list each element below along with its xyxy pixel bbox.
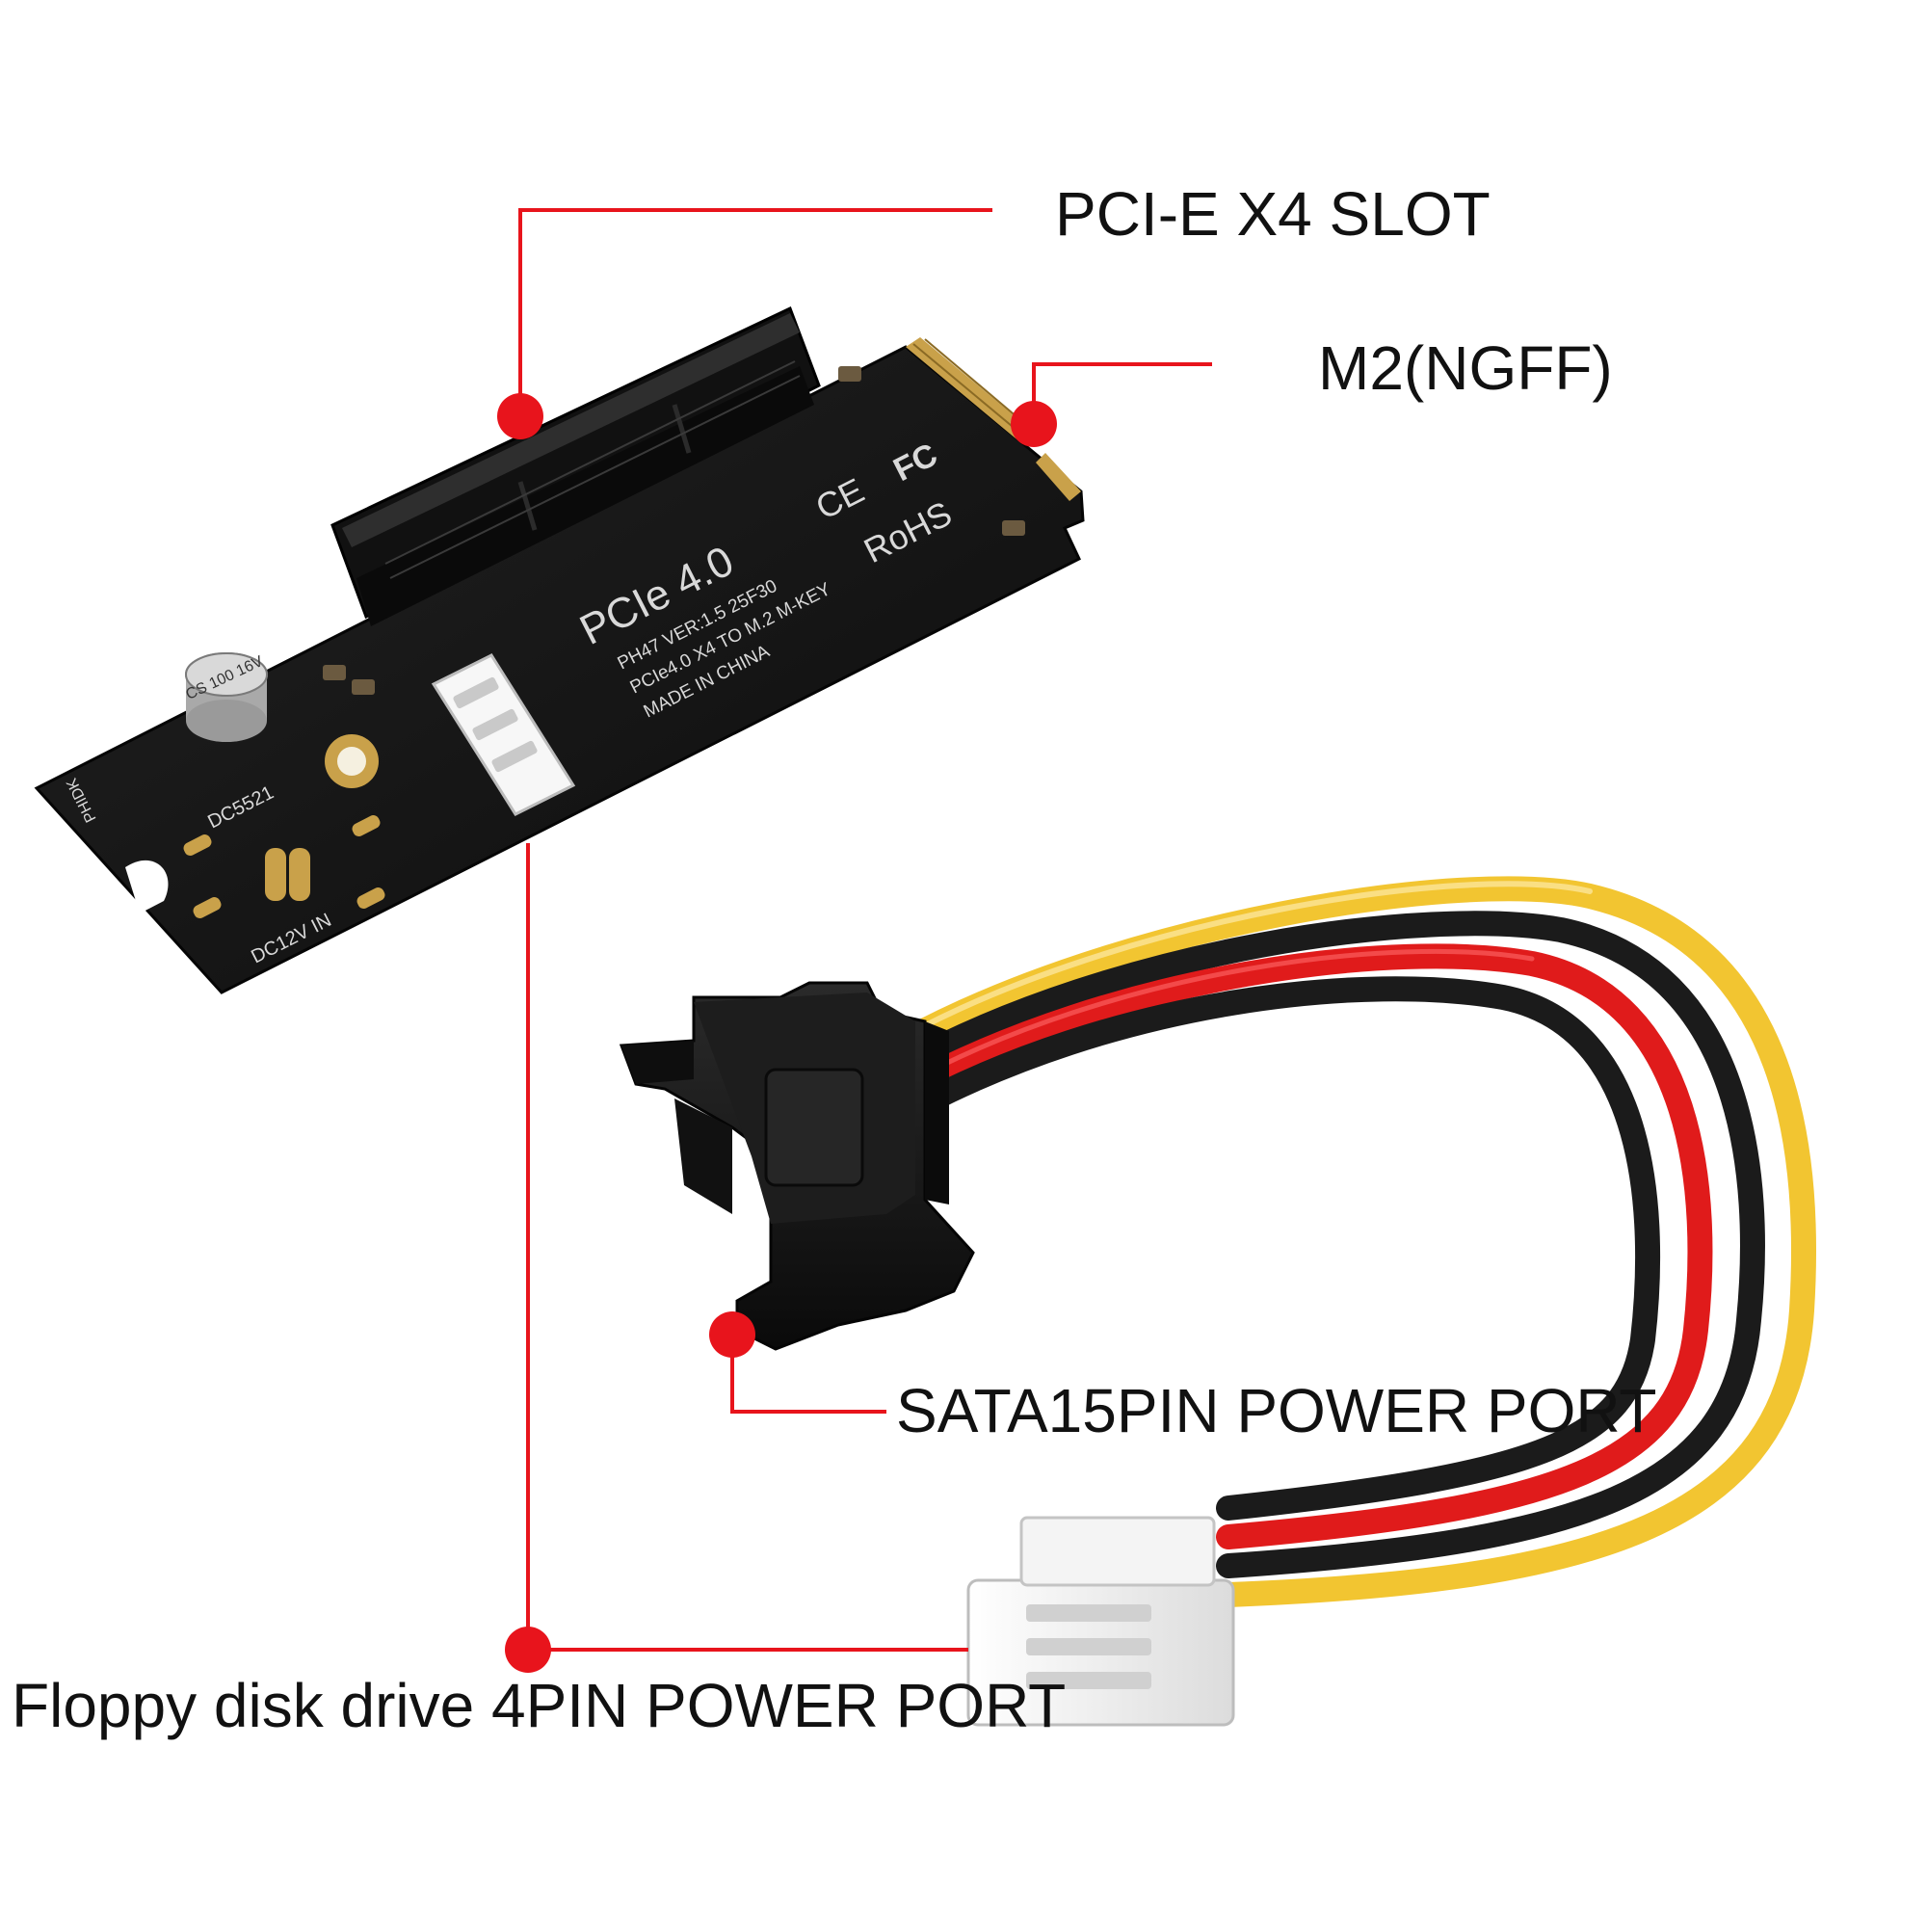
pcie-x4-slot [330, 305, 821, 626]
callout-lines [497, 208, 1212, 1673]
label-floppy-power-port: Floppy disk drive 4PIN POWER PORT [12, 1671, 1067, 1740]
label-sata-power-port: SATA15PIN POWER PORT [896, 1376, 1657, 1445]
marker-m2 [1011, 401, 1057, 447]
sata-15pin-connector [619, 981, 975, 1351]
marker-sata [709, 1311, 755, 1358]
m2-gold-fingers [906, 337, 1081, 501]
label-pcie-x4-slot: PCI-E X4 SLOT [1055, 179, 1491, 249]
leader-m2 [1032, 362, 1212, 424]
adapter-board: CS 100 16V [34, 305, 1085, 994]
capacitor: CS 100 16V [183, 652, 268, 742]
floppy-4pin-connector [966, 1516, 1235, 1727]
marker-floppy [505, 1627, 551, 1673]
leader-pcie-slot [518, 208, 992, 414]
dc-pad [265, 848, 286, 901]
board-4pin-socket [431, 653, 576, 816]
label-m2-ngff: M2(NGFF) [1318, 333, 1613, 403]
power-cable [893, 876, 1817, 1607]
leader-sata [730, 1335, 886, 1414]
dc-pad [289, 848, 310, 901]
marker-pcie-slot [497, 393, 543, 439]
